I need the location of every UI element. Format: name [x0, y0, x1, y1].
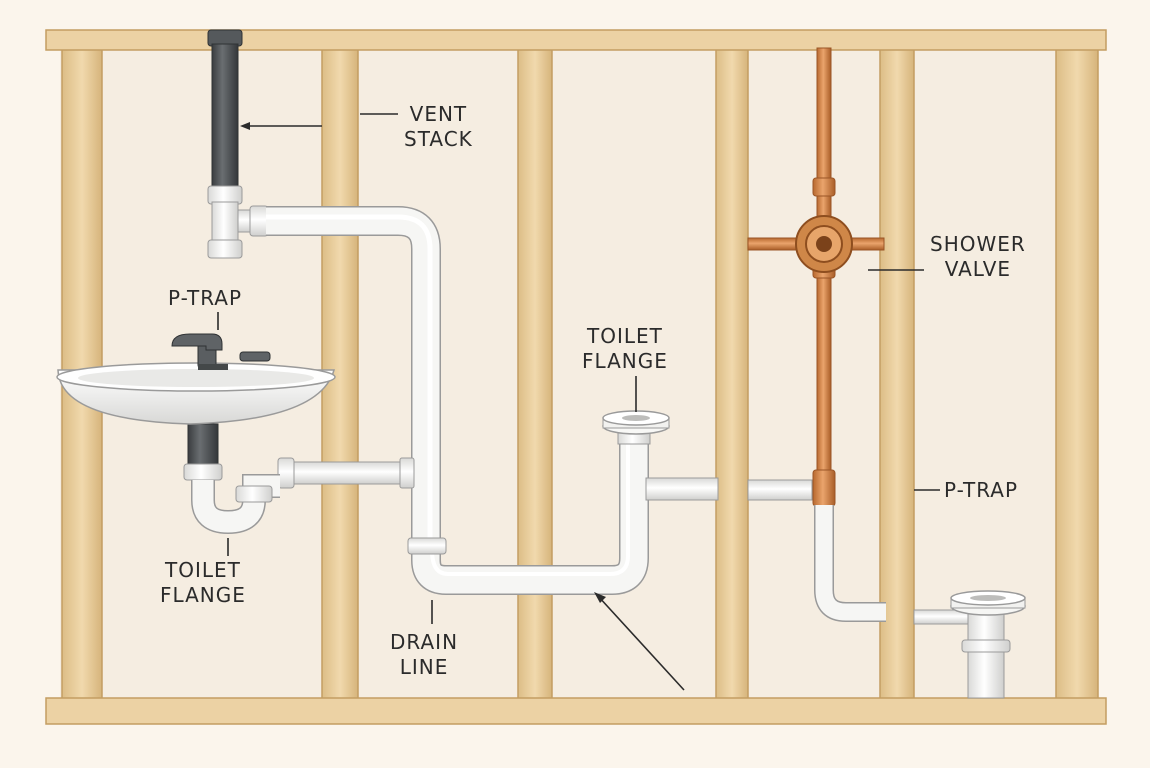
shower-branch [645, 477, 813, 501]
label-shower-valve-line2: VALVE [944, 257, 1012, 281]
label-toilet-flange-center-line2: FLANGE [582, 349, 668, 373]
pvc-vent-tee [207, 185, 269, 259]
bottom-plate [45, 697, 1107, 725]
leader-drain-diagonal [597, 595, 685, 691]
label-shower-valve: SHOWER VALVE [930, 232, 1026, 282]
label-drain-line: DRAIN LINE [390, 630, 458, 680]
drain-line-pipe [412, 438, 648, 594]
stud-3 [517, 47, 553, 701]
label-toilet-flange-center: TOILET FLANGE [582, 324, 668, 374]
main-stack [266, 207, 440, 548]
vent-stack-pipe [207, 29, 243, 191]
label-toilet-flange-left: TOILET FLANGE [160, 558, 246, 608]
label-vent-stack-line1: VENT [409, 102, 468, 126]
label-drain-line-line2: LINE [399, 655, 449, 679]
leader-lines [217, 113, 940, 691]
drain-coupling [407, 537, 447, 555]
label-toilet-flange-left-line2: FLANGE [160, 583, 246, 607]
label-vent-stack: VENT STACK [404, 102, 473, 152]
right-floor-fitting [913, 590, 1026, 699]
stud-4 [715, 47, 749, 701]
label-drain-line-line1: DRAIN [390, 630, 459, 654]
bathroom-sink [56, 333, 336, 425]
label-p-trap-right-line1: P-TRAP [944, 478, 1019, 502]
stud-6 [1055, 47, 1099, 701]
sink-branch [277, 457, 415, 489]
label-p-trap-sink-line1: P-TRAP [168, 286, 243, 310]
label-p-trap-right: P-TRAP [944, 478, 1018, 503]
shower-drain-pipe [815, 505, 886, 621]
label-p-trap-sink: P-TRAP [168, 286, 242, 311]
toilet-flange-fitting [602, 410, 670, 445]
label-vent-stack-line2: STACK [404, 127, 473, 151]
label-toilet-flange-left-line1: TOILET [165, 558, 241, 582]
sink-p-trap [183, 423, 280, 535]
top-plate [45, 29, 1107, 51]
label-toilet-flange-center-line1: TOILET [587, 324, 663, 348]
label-shower-valve-line1: SHOWER [930, 232, 1026, 256]
copper-supply [747, 47, 885, 507]
